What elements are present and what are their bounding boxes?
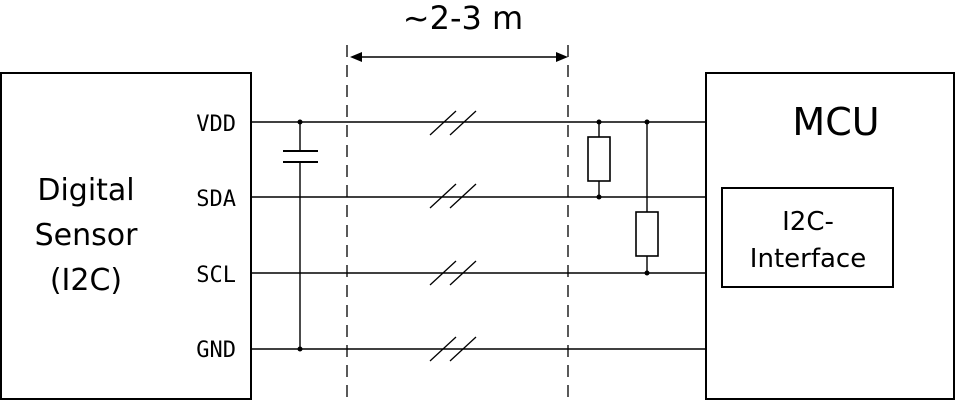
mcu-box	[705, 72, 955, 400]
pin-label-vdd: VDD	[196, 112, 236, 137]
cable-break-gnd	[429, 336, 477, 362]
i2c-interface-box	[721, 187, 894, 288]
interface-label-line-1: I2C-	[782, 207, 834, 237]
distance-arrow	[350, 52, 568, 62]
sensor-label-line-2: Sensor	[35, 218, 138, 253]
cable-break-sda	[429, 183, 477, 209]
sensor-box	[0, 72, 252, 400]
cable-break-vdd	[429, 110, 477, 136]
pullup-resistor-sda	[587, 119, 611, 200]
mcu-title: MCU	[792, 100, 879, 144]
cable-break-scl	[429, 260, 477, 286]
pin-label-scl: SCL	[196, 263, 236, 288]
decoupling-capacitor	[283, 119, 318, 352]
pin-label-sda: SDA	[196, 187, 236, 212]
pullup-resistor-scl	[635, 119, 659, 276]
sensor-label-line-1: Digital	[37, 173, 134, 208]
pin-label-gnd: GND	[196, 338, 236, 363]
sensor-label-line-3: (I2C)	[50, 263, 122, 298]
distance-label: ~2-3 m	[403, 0, 523, 37]
interface-label-line-2: Interface	[750, 244, 866, 274]
